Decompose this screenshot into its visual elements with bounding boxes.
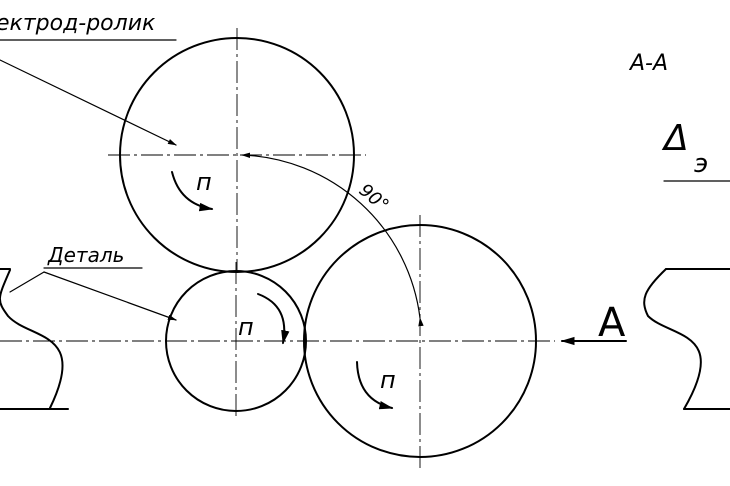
upper-roller-rotation-label: п xyxy=(196,168,212,196)
leader-electrode-roller xyxy=(0,59,177,146)
view-letter-a: А xyxy=(598,300,626,346)
part-rotation-label: п xyxy=(238,313,254,341)
label-part: Деталь xyxy=(47,243,124,267)
delta-subscript: э xyxy=(694,149,708,179)
upper-roller-rotation-arrow xyxy=(171,171,214,212)
leader-part xyxy=(43,271,177,321)
delta-symbol: Δ xyxy=(661,118,689,159)
section-title: А-А xyxy=(628,51,668,76)
lower-roller-rotation-label: п xyxy=(380,366,396,394)
label-electrode-roller: ектрод-ролик xyxy=(0,11,156,36)
part-profile-left-curve xyxy=(0,269,64,409)
angle-label: 90° xyxy=(355,180,393,217)
lower-roller-rotation-arrow xyxy=(356,361,394,410)
section-profile-curve xyxy=(643,268,702,410)
angle-arc-90 xyxy=(241,152,424,327)
part-rotation-arrow xyxy=(257,293,290,345)
leader-part-left xyxy=(9,271,45,293)
